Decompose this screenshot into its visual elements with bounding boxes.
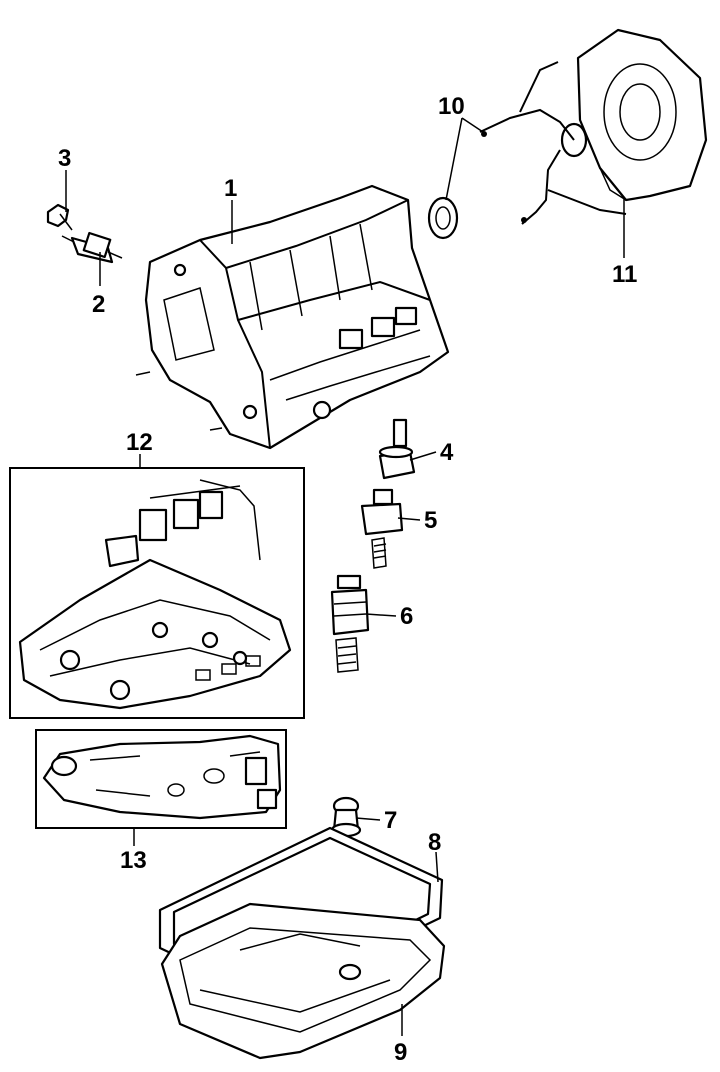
callout-4: 4 [440,439,454,466]
leader-lines [65,117,625,1036]
part-3-clip [46,203,73,231]
part-12-valve-body [9,467,305,719]
callout-labels: 3 2 1 10 11 4 5 6 12 13 7 8 9 [58,93,637,1066]
callout-6: 6 [400,603,413,630]
callout-1: 1 [224,175,237,202]
part-13-separator-plate [35,729,287,829]
part-5-valve [360,488,404,569]
callout-10: 10 [438,93,465,120]
callout-11: 11 [612,261,637,288]
part-4-plug [378,418,416,480]
part-10-seal [427,196,459,240]
part-6-valve-spring [330,574,370,673]
part-11-converter-housing [479,28,708,225]
callout-5: 5 [424,507,437,534]
callout-9: 9 [394,1039,407,1066]
part-9-oil-pan [160,902,446,1060]
callout-13: 13 [120,847,147,874]
callout-7: 7 [384,807,397,834]
part-1-transmission-case [135,184,450,450]
callout-2: 2 [92,291,105,318]
callout-12: 12 [126,429,153,456]
callout-8: 8 [428,829,441,856]
part-2-sensor [61,231,123,264]
callout-3: 3 [58,145,71,172]
part-7-filter [330,796,362,838]
